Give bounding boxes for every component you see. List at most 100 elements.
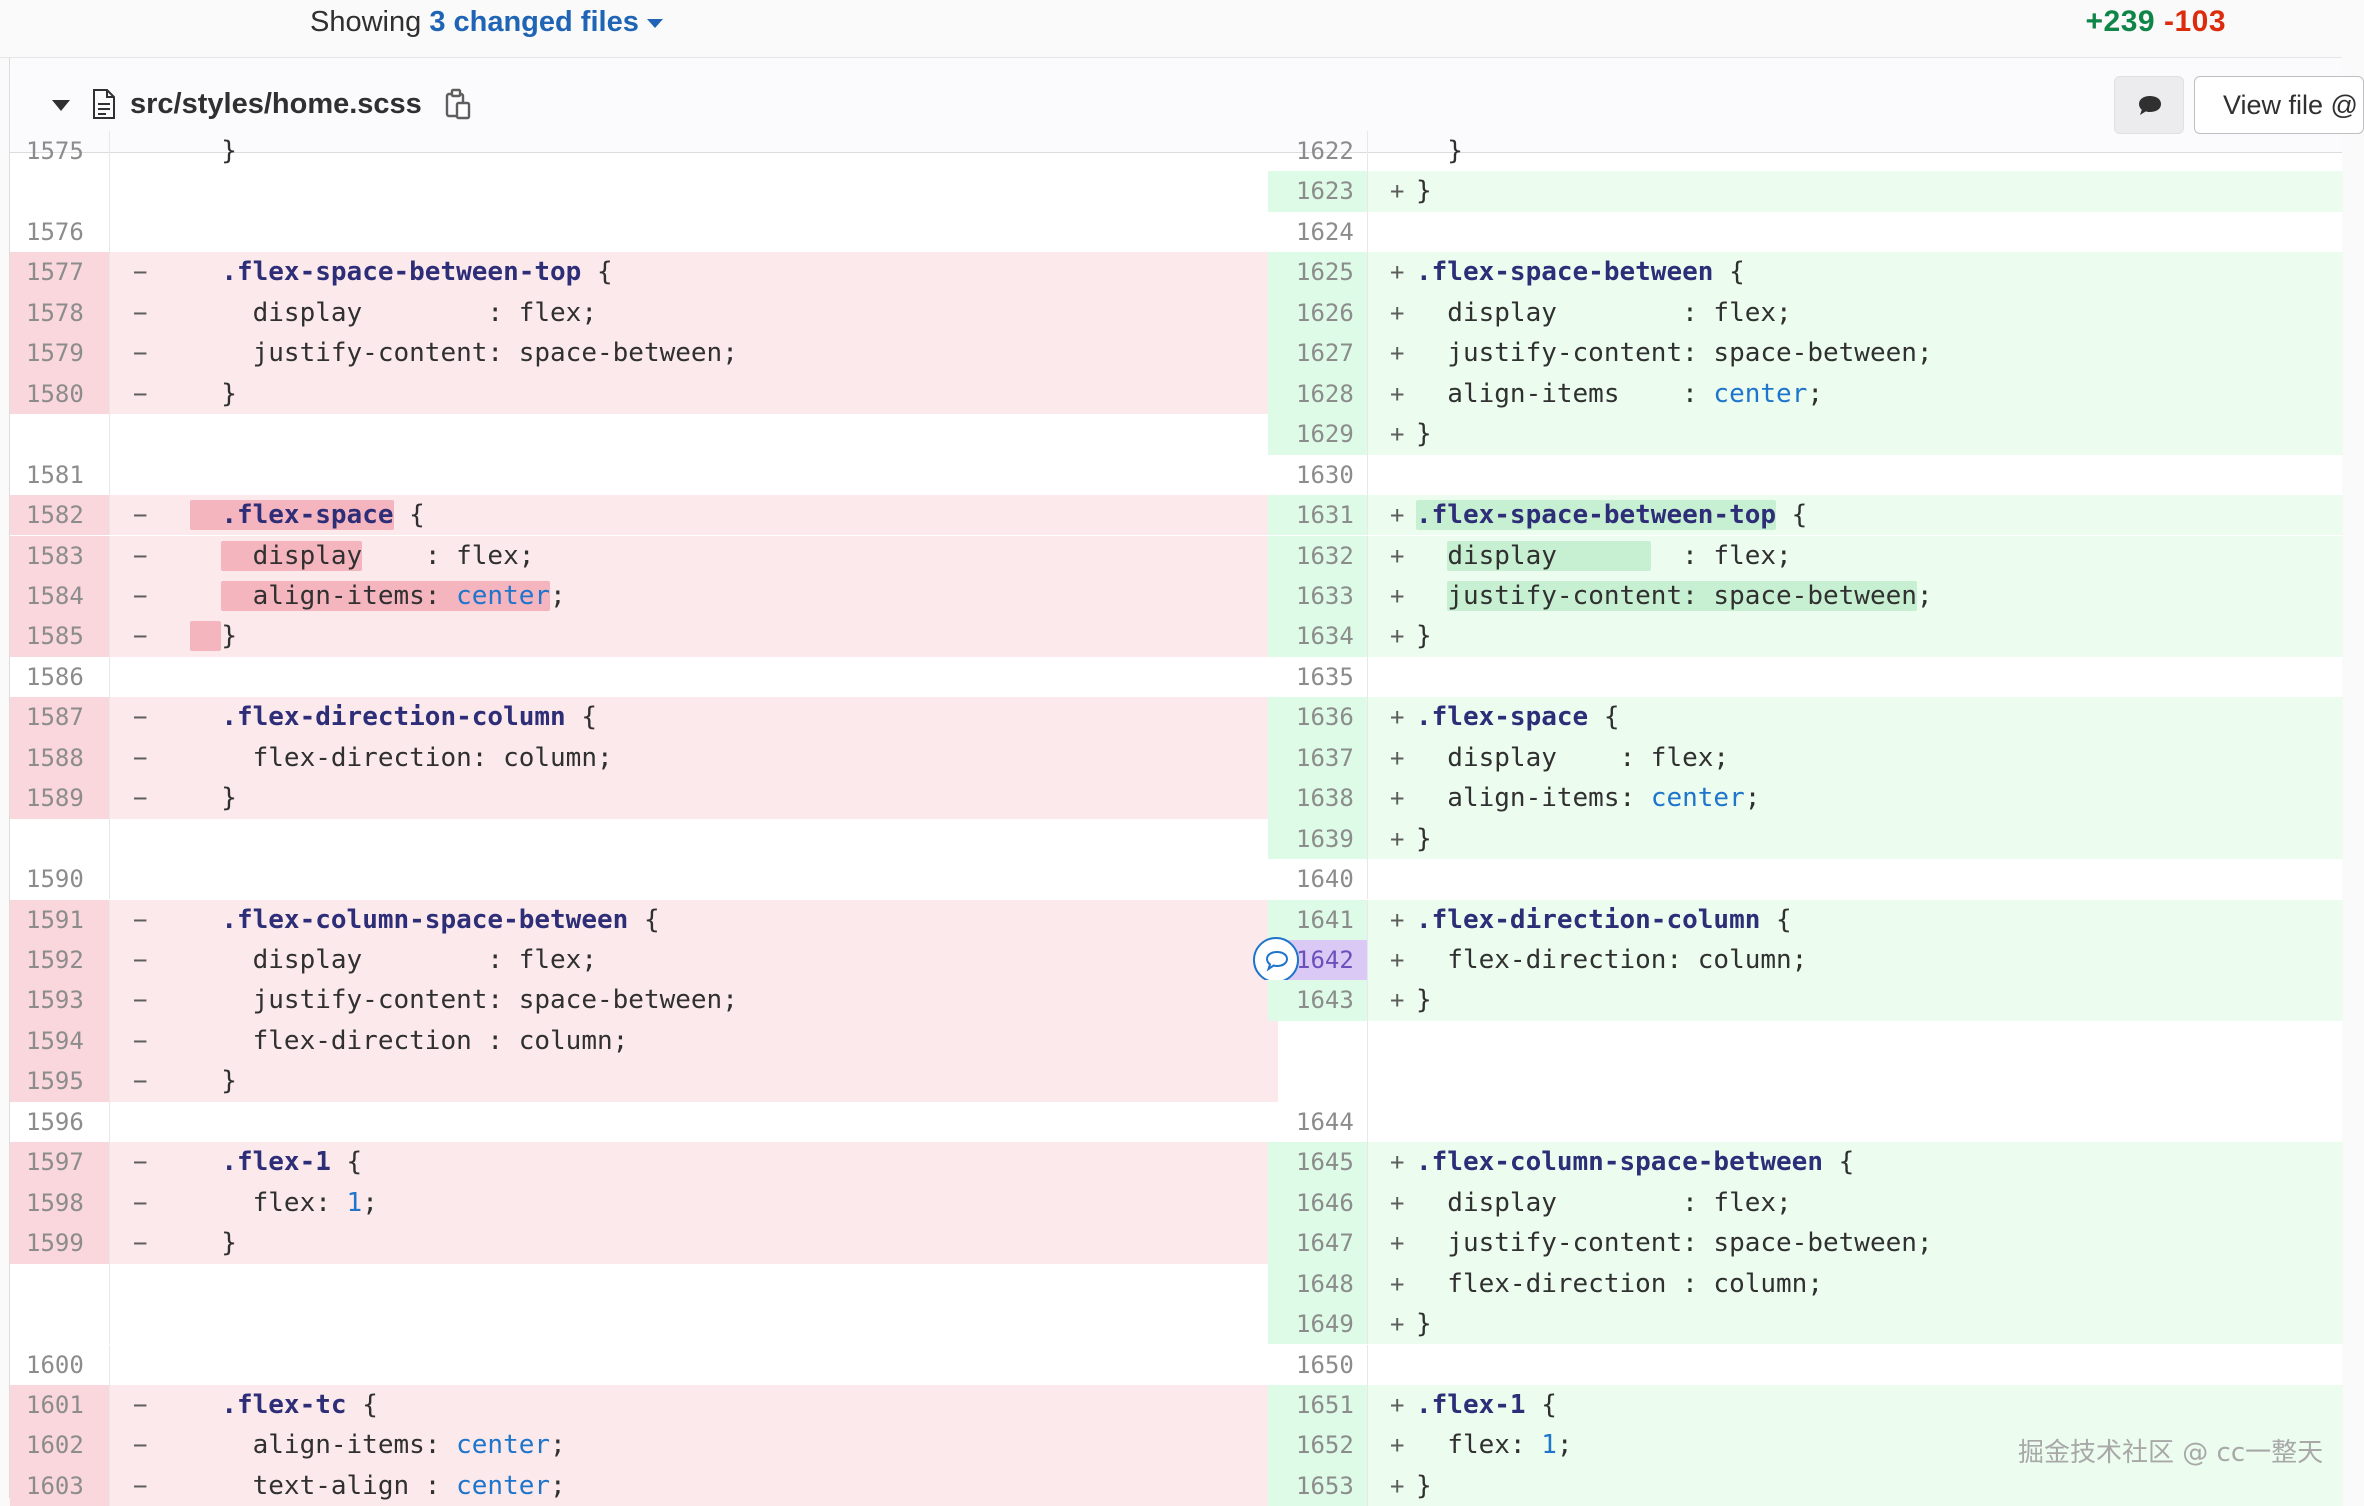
old-line-number[interactable]: 1585	[10, 616, 110, 657]
new-line-number[interactable]: 1629	[1268, 414, 1368, 455]
old-line-number[interactable]	[10, 1304, 110, 1344]
old-line-number[interactable]: 1575	[26, 137, 84, 165]
toggle-comments-button[interactable]	[2114, 76, 2184, 134]
diff-row: 1600 1650	[10, 1344, 2343, 1385]
old-line-number[interactable]	[10, 171, 110, 211]
old-line-number[interactable]: 1598	[10, 1182, 110, 1224]
old-line-number[interactable]: 1588	[10, 737, 110, 779]
new-line-number[interactable]: 1622	[1296, 137, 1354, 165]
new-line-number[interactable]: 1630	[1296, 460, 1354, 489]
addition-marker: +	[1390, 946, 1405, 974]
new-line-number[interactable]: 1640	[1296, 865, 1354, 894]
gutter-divider	[1367, 131, 1368, 172]
old-line-number[interactable]: 1583	[10, 535, 110, 576]
code-text: }	[1416, 621, 1432, 652]
old-line-number[interactable]: 1578	[10, 292, 110, 334]
view-file-button[interactable]: View file @	[2194, 76, 2364, 134]
new-line-number[interactable]: 1628	[1268, 373, 1368, 415]
old-line-number[interactable]: 1580	[10, 373, 110, 415]
old-line-number[interactable]: 1599	[10, 1223, 110, 1264]
add-line-comment-button[interactable]	[1253, 937, 1299, 983]
old-line-number[interactable]	[10, 1264, 110, 1304]
old-line-number[interactable]: 1581	[26, 460, 84, 489]
old-line-number[interactable]: 1596	[26, 1107, 84, 1136]
new-line-number[interactable]: 1634	[1268, 616, 1368, 657]
gutter-divider	[109, 940, 110, 981]
new-line-number[interactable]: 1653	[1268, 1465, 1368, 1506]
old-line-number[interactable]: 1595	[10, 1061, 110, 1102]
deletion-marker: −	[133, 1026, 148, 1055]
new-line-number[interactable]: 1649	[1268, 1304, 1368, 1345]
old-line-number[interactable]: 1589	[10, 778, 110, 819]
new-line-number[interactable]: 1623	[1268, 171, 1368, 212]
new-line-number[interactable]: 1626	[1268, 292, 1368, 334]
new-line-number[interactable]: 1636	[1268, 697, 1368, 738]
new-line-number[interactable]: 1624	[1296, 217, 1354, 246]
old-line-code: − flex-direction: column;	[110, 737, 1278, 779]
old-line-number[interactable]: 1576	[26, 217, 84, 246]
old-line-number[interactable]: 1597	[10, 1142, 110, 1183]
collapse-chevron-icon[interactable]	[52, 100, 70, 111]
new-line-number[interactable]: 1646	[1268, 1182, 1368, 1224]
old-line-number[interactable]: 1600	[26, 1350, 84, 1379]
old-line-number[interactable]: 1593	[10, 980, 110, 1021]
new-line-number[interactable]: 1625	[1268, 252, 1368, 293]
diff-row: 1596 1644	[10, 1101, 2343, 1143]
old-line-number[interactable]: 1577	[10, 252, 110, 293]
old-line-number[interactable]: 1602	[10, 1425, 110, 1466]
old-line-number[interactable]: 1579	[10, 333, 110, 374]
new-line-number[interactable]: 1643	[1268, 980, 1368, 1021]
new-line-number[interactable]: 1651	[1268, 1384, 1368, 1426]
new-line-number[interactable]: 1652	[1268, 1425, 1368, 1466]
new-line-code: + align-items: center;	[1368, 778, 2343, 819]
code-text: .flex-space-between-top {	[1416, 500, 1808, 531]
gutter-divider	[1367, 535, 1368, 576]
addition-marker: +	[1390, 1188, 1405, 1217]
old-line-number[interactable]: 1601	[10, 1384, 110, 1426]
new-line-number[interactable]	[1268, 1061, 1368, 1101]
new-line-number[interactable]: 1648	[1268, 1263, 1368, 1304]
old-line-number[interactable]: 1594	[10, 1020, 110, 1062]
new-line-number[interactable]: 1638	[1268, 778, 1368, 819]
new-line-number[interactable]: 1633	[1268, 575, 1368, 617]
diff-row: 1597− .flex-1 {1645+.flex-column-space-b…	[10, 1142, 2343, 1183]
code-text: .flex-1 {	[1416, 1389, 1557, 1420]
new-line-number[interactable]: 1635	[1296, 662, 1354, 691]
new-line-number[interactable]: 1627	[1268, 333, 1368, 374]
diff-file: src/styles/home.scss View file @ 1575 } 1…	[9, 58, 2364, 1506]
new-line-number[interactable]: 1639	[1268, 818, 1368, 860]
copy-path-icon[interactable]	[444, 88, 472, 120]
old-line-number[interactable]: 1586	[26, 662, 84, 691]
old-line-number[interactable]: 1587	[10, 697, 110, 738]
addition-marker: +	[1390, 703, 1405, 732]
new-line-number[interactable]: 1641	[1268, 899, 1368, 940]
code-text: flex: 1;	[190, 1187, 378, 1218]
new-line-code	[1368, 455, 2343, 495]
old-line-number[interactable]: 1584	[10, 575, 110, 617]
old-line-number[interactable]: 1582	[10, 495, 110, 536]
new-line-number[interactable]: 1650	[1296, 1350, 1354, 1379]
gutter-divider	[1367, 333, 1368, 374]
old-line-number[interactable]: 1590	[26, 865, 84, 894]
old-line-number[interactable]: 1591	[10, 899, 110, 940]
new-line-number[interactable]: 1644	[1296, 1107, 1354, 1136]
comment-icon	[2139, 96, 2161, 115]
gutter-divider	[109, 211, 110, 253]
new-line-number[interactable]: 1647	[1268, 1223, 1368, 1264]
new-line-number[interactable]: 1631	[1268, 495, 1368, 536]
file-path[interactable]: src/styles/home.scss	[130, 88, 422, 120]
diff-row: 1598− flex: 1;1646+ display : flex;	[10, 1182, 2343, 1224]
old-line-number[interactable]: 1603	[10, 1465, 110, 1506]
deletions-count: -103	[2163, 5, 2226, 38]
changed-files-dropdown[interactable]: 3 changed files	[429, 6, 663, 38]
new-line-number[interactable]: 1632	[1268, 535, 1368, 576]
new-line-number[interactable]: 1637	[1268, 737, 1368, 779]
old-line-number[interactable]: 1592	[10, 940, 110, 981]
new-line-code: + justify-content: space-between;	[1368, 333, 2343, 374]
file-header: src/styles/home.scss View file @	[10, 58, 2364, 153]
new-line-number[interactable]: 1645	[1268, 1142, 1368, 1183]
old-line-number[interactable]	[10, 414, 110, 454]
new-line-number[interactable]	[1268, 1021, 1368, 1061]
diff-row: 1592− display : flex;1642+ flex-directio…	[10, 937, 2343, 983]
old-line-number[interactable]	[10, 819, 110, 859]
